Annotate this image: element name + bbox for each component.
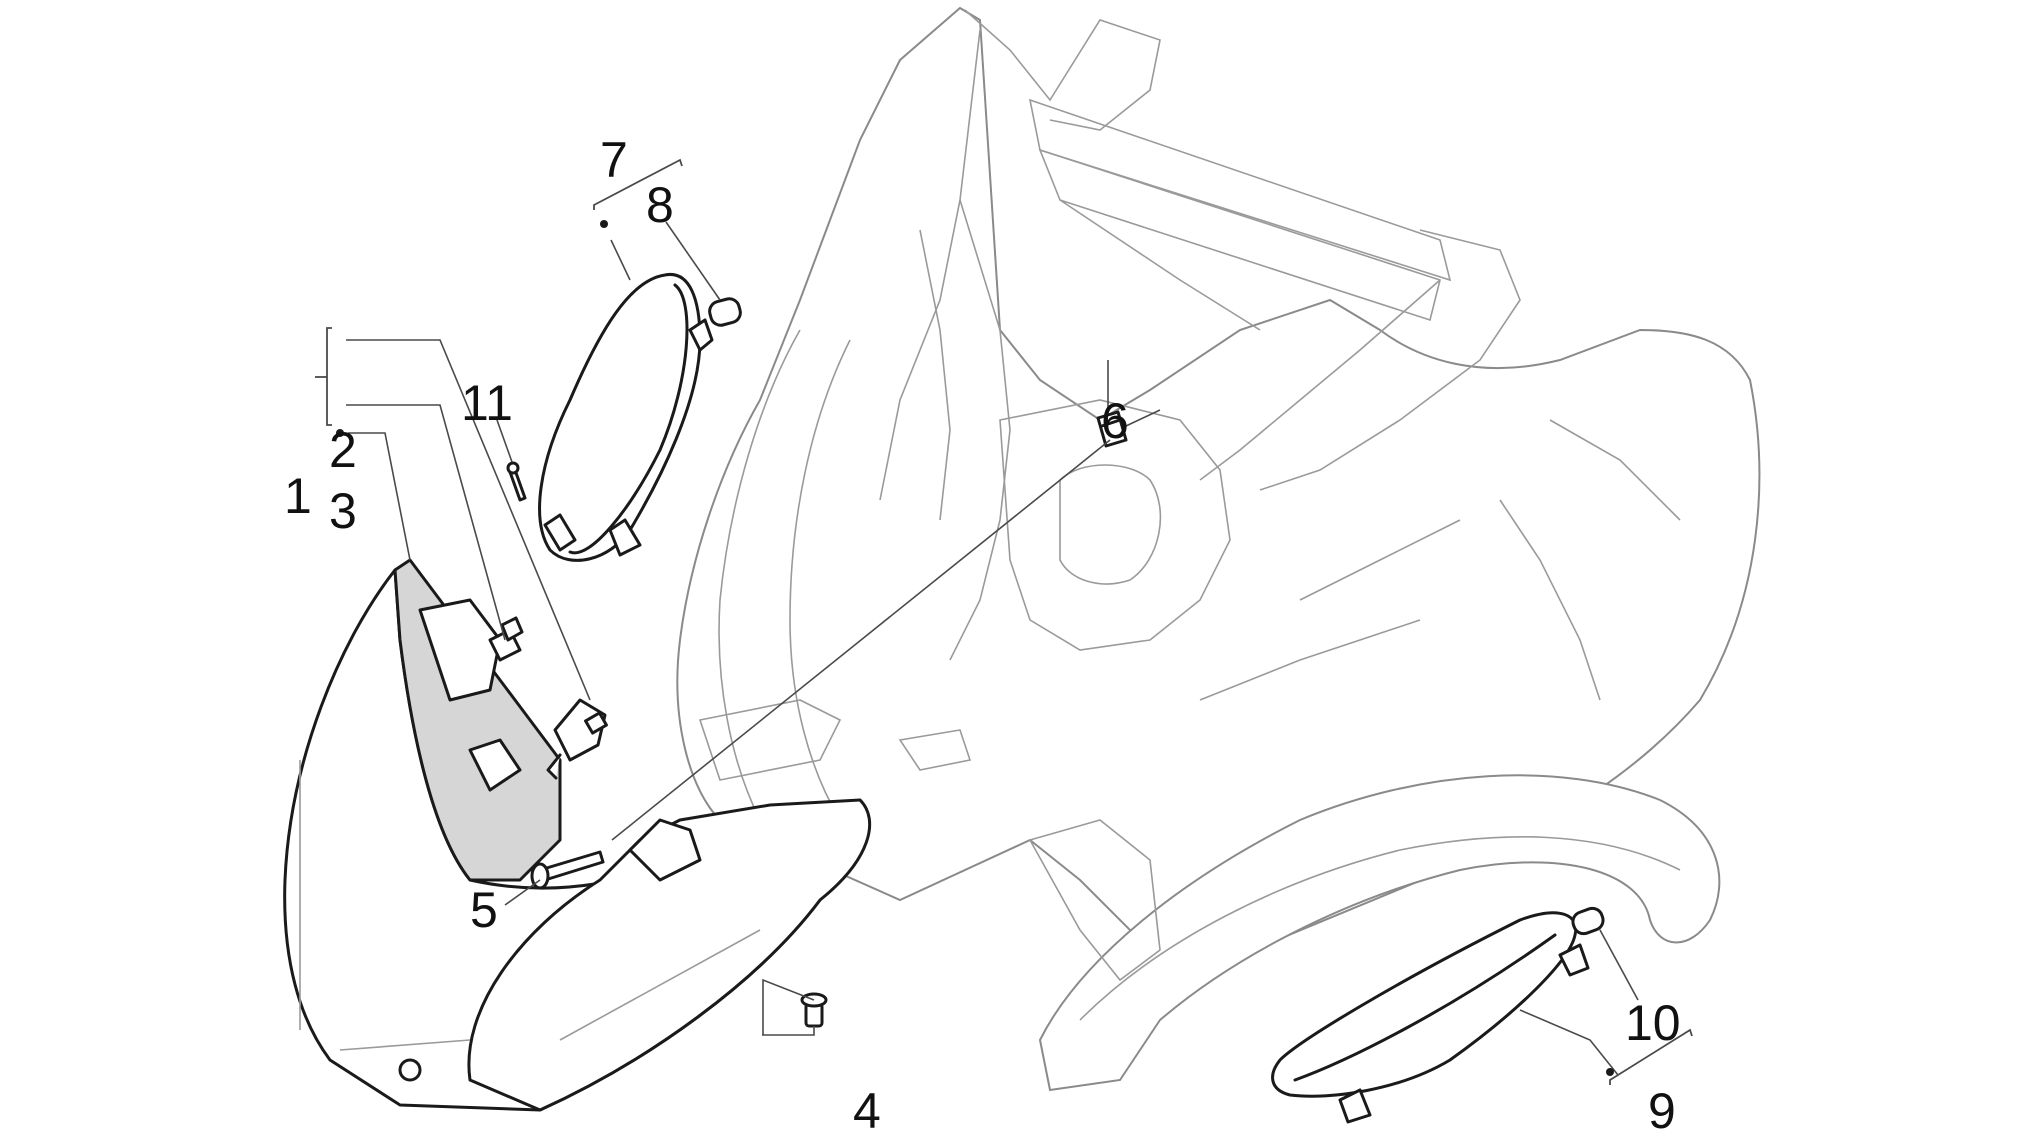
callout-11: 11: [461, 375, 513, 431]
upper-indicator-tab: [688, 318, 714, 352]
callout-3: 3: [329, 483, 357, 539]
headlight-housing-rib: [418, 598, 502, 702]
headlight-lens-reflection: [299, 760, 761, 1051]
dot-9: [1606, 1068, 1614, 1076]
lower-indicator-tab: [1338, 1088, 1372, 1124]
lower-indicator-mount: [1558, 943, 1590, 977]
callout-8: 8: [646, 177, 674, 233]
shield-detail-lines: [1199, 419, 1681, 701]
upper-indicator-bulb: [708, 297, 742, 327]
shield-right-strut: [1199, 229, 1521, 491]
front-mudguard: [1038, 774, 1721, 1092]
shield-center-plate: [1038, 148, 1441, 331]
shield-upper-frame: [879, 9, 1161, 501]
leader-lines: [346, 221, 1639, 1076]
headlight-mount-tab: [628, 818, 702, 882]
headlight-bulb: [546, 698, 608, 780]
spring-clip: [1096, 410, 1128, 448]
lower-indicator-light: [1271, 911, 1590, 1124]
shield-lower-bracket: [1028, 819, 1161, 982]
front-shield-assembly: [676, 6, 1761, 1092]
callout-5: 5: [470, 882, 498, 938]
bracket-7: [593, 158, 683, 210]
lower-indicator-rim: [1293, 933, 1557, 1082]
callout-7: 7: [600, 132, 628, 188]
shield-crossbar: [1028, 98, 1452, 282]
callout-10: 10: [1625, 995, 1681, 1051]
shield-left-strut: [919, 199, 1011, 661]
upper-indicator-rim: [568, 283, 689, 555]
upper-indicator-light: [538, 273, 714, 562]
group-brackets: [315, 158, 1693, 1085]
bracket-9: [1609, 1028, 1693, 1085]
headlight-lower-lens: [467, 798, 872, 1112]
headlight-mount-hole: [398, 1058, 422, 1082]
indicator-screw: [506, 461, 527, 502]
callout-1: 1: [284, 468, 312, 524]
headlight-assembly: [283, 558, 872, 1112]
headlight-adjuster-knob: [468, 738, 522, 792]
mudguard-edge: [1079, 836, 1681, 1021]
front-shield-body: [676, 6, 1761, 982]
lower-indicator-bulb: [1571, 906, 1605, 936]
bulb-socket: [488, 616, 524, 662]
callout-6: 6: [1101, 393, 1129, 449]
bracket-1: [326, 327, 332, 426]
shield-mount-tab-center: [898, 729, 972, 771]
dot-1: [336, 429, 344, 437]
rivet: [800, 992, 828, 1028]
callout-9: 9: [1648, 1083, 1676, 1139]
callout-2: 2: [329, 422, 357, 478]
mounting-screw: [530, 850, 605, 890]
dot-7: [600, 220, 608, 228]
upper-indicator-mount: [543, 513, 642, 557]
callout-4: 4: [853, 1083, 881, 1139]
